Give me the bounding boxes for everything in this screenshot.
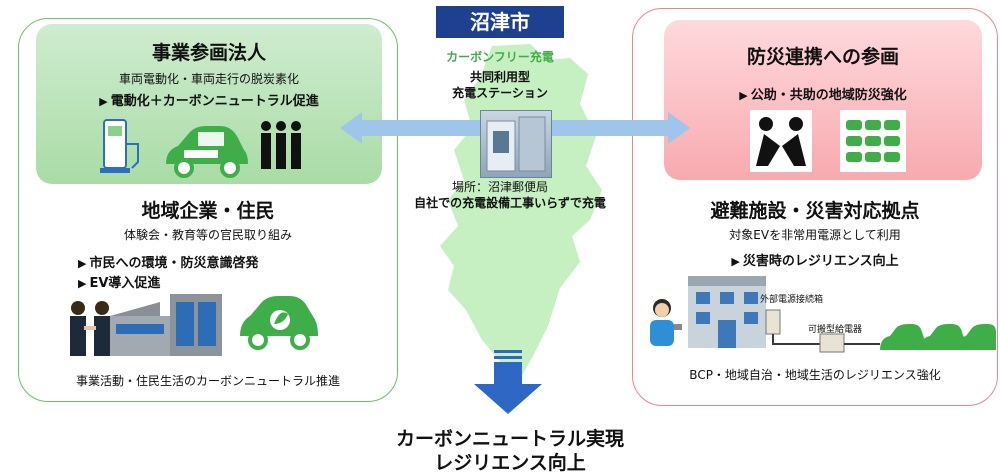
shelter-building-icon [688,276,766,348]
station-name-label: 充電ステーション [452,86,548,100]
ev-adoption-bullet: EV導入促進 [78,272,160,291]
connector-box-label: 外部電源接続箱 [760,295,824,305]
location-label: 場所：沼津郵便局 [451,180,548,194]
ev-fleet-icon [840,110,906,172]
city-label: 沼津市 [436,6,564,38]
public-private-text: 体験会・教育等の官民取り組み [123,228,292,242]
business-people-icon [261,121,301,169]
local-companies-title: 地域企業・住民 [141,200,275,222]
factory-building-icon [110,294,222,356]
vehicle-electrification-text: 車両電動化・車両走行の脱炭素化 [118,72,299,86]
awareness-bullet: 市民への環境・防災意識啓発 [78,252,258,271]
conclusion-line2: レジリエンス向上 [434,452,586,474]
left-footer-text: 事業活動・住民生活のカーボンニュートラル推進 [75,374,340,388]
ev-charger-icon [100,119,139,173]
power-connection-diagram [765,309,996,353]
eco-car-icon [240,296,318,350]
down-arrow-icon [474,350,542,414]
portable-charger-label: 可搬型給電器 [808,325,863,335]
business-participant-title: 事業参画法人 [151,42,266,64]
cooperation-people-icon [750,110,812,172]
right-footer-text: BCP・地域自治・地域生活のレジリエンス強化 [689,368,941,382]
resilience-bullet: 災害時のレジリエンス向上 [632,250,998,269]
resident-icon [650,299,682,346]
charging-station-photo [480,110,552,178]
electrification-bullet: 電動化＋カーボンニュートラル促進 [36,90,382,109]
evacuation-facility-title: 避難施設・災害対応拠点 [710,200,920,222]
ev-car-icon [166,126,248,178]
disaster-cooperation-title: 防災連携への参画 [746,46,899,68]
carbon-free-label: カーボンフリー充電 [446,50,554,64]
emergency-power-text: 対象EVを非常用電源として利用 [729,228,901,242]
handshake-people-icon [70,301,110,356]
conclusion-line1: カーボンニュートラル実現 [395,428,624,450]
station-type-label: 共同利用型 [469,70,530,84]
disaster-prevention-bullet: 公助・共助の地域防災強化 [664,84,982,103]
no-installation-label: 自社での充電設備工事いらずで充電 [414,196,606,210]
